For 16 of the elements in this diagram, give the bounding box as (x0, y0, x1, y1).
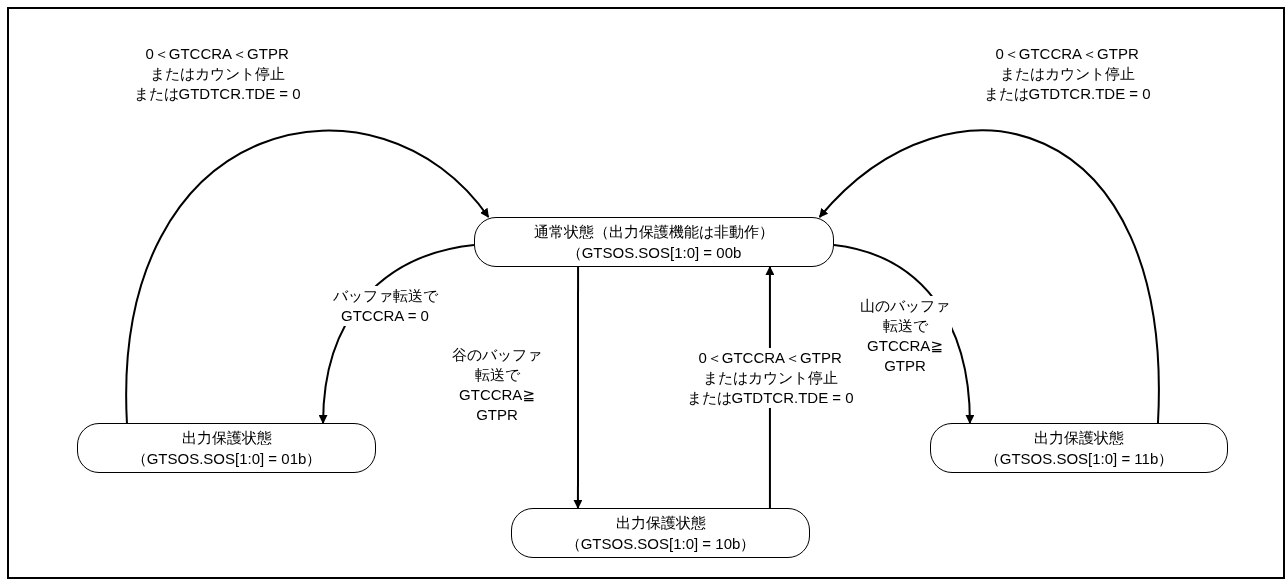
state-box (930, 423, 1228, 473)
state-box (511, 508, 810, 558)
state-code: （GTSOS.SOS[1:0] = 11b） (984, 449, 1174, 469)
state-code: （GTSOS.SOS[1:0] = 00b (566, 243, 742, 263)
arrow (125, 130, 490, 424)
state-code: （GTSOS.SOS[1:0] = 10b） (565, 534, 756, 554)
state-name: 通常状態（出力保護機能は非動作） (534, 222, 774, 242)
state-name: 出力保護状態 (615, 513, 706, 533)
state-name: 出力保護状態 (1034, 428, 1124, 448)
state-box (77, 423, 376, 473)
state-name: 出力保護状態 (181, 428, 272, 448)
arrow (818, 130, 1159, 424)
edge-label: バッファ転送でGTCCRA = 0 (330, 286, 440, 326)
state-code: （GTSOS.SOS[1:0] = 01b） (131, 449, 322, 469)
arrow (573, 266, 583, 509)
state-box (474, 217, 834, 267)
